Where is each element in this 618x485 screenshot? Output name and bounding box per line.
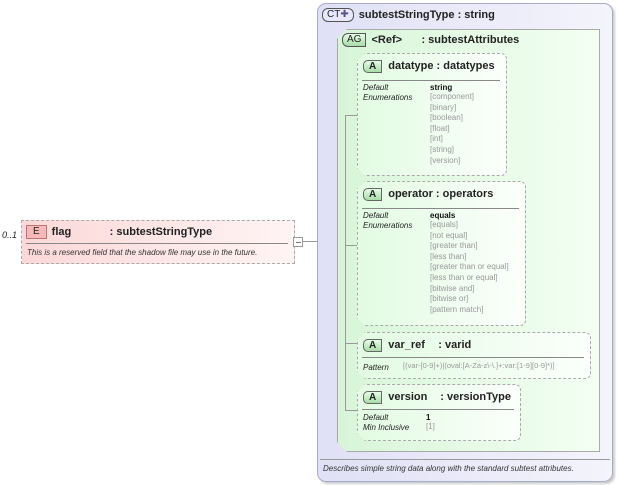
complex-type-badge: CT✚ (322, 8, 354, 23)
min-inclusive-label: Min Inclusive (363, 423, 410, 432)
attribute-group-badge: AG (342, 33, 367, 48)
complex-type-name: subtestStringType (358, 9, 455, 21)
enum-label: Enumerations (363, 221, 413, 230)
attribute-badge: A (363, 188, 382, 201)
enum-list: [equals][not equal][greater than][less t… (430, 220, 509, 314)
min-inclusive-value: [1] (426, 422, 435, 431)
element-name: flag (51, 226, 72, 238)
enum-label: Enumerations (363, 93, 413, 102)
complex-type-header: CT✚ subtestStringType : string (322, 8, 495, 23)
attribute-name: datatype (388, 60, 434, 72)
collapse-toggle[interactable] (293, 237, 303, 247)
complex-type-type: : string (457, 9, 495, 21)
default-value: equals (430, 211, 456, 220)
pattern-label: Pattern (363, 363, 389, 372)
attribute-badge: A (363, 391, 382, 404)
attribute-name: var_ref (388, 339, 425, 351)
attribute-type: : datatypes (436, 60, 495, 72)
attribute-group-header: AG <Ref> : subtestAttributes (342, 33, 520, 48)
attribute-name: operator (388, 188, 433, 200)
attribute-type: : operators (435, 188, 494, 200)
cardinality: 0..1 (2, 230, 18, 240)
enum-list: [component][binary][boolean][float][int]… (430, 92, 475, 165)
attribute-group-type: : subtestAttributes (421, 34, 520, 46)
plus-icon: ✚ (340, 9, 349, 21)
pattern-value: [(var-[0-9]+)|(oval:[A-Za-z\-\.]+:var:[1… (403, 361, 555, 370)
default-label: Default (363, 413, 389, 422)
attribute-type: : versionType (440, 391, 511, 403)
default-value: 1 (426, 413, 431, 422)
complex-type-doc: Describes simple string data along with … (323, 464, 574, 473)
element-type: : subtestStringType (109, 226, 213, 238)
attribute-name: version (388, 391, 428, 403)
attribute-badge: A (363, 339, 382, 352)
attribute-type: : varid (438, 339, 472, 351)
element-doc: This is a reserved field that the shadow… (27, 248, 258, 257)
default-label: Default (363, 83, 389, 92)
attribute-group-name: <Ref> (371, 34, 403, 46)
element-badge: E (26, 225, 47, 240)
attribute-badge: A (363, 60, 382, 73)
default-label: Default (363, 211, 389, 220)
default-value: string (430, 83, 453, 92)
